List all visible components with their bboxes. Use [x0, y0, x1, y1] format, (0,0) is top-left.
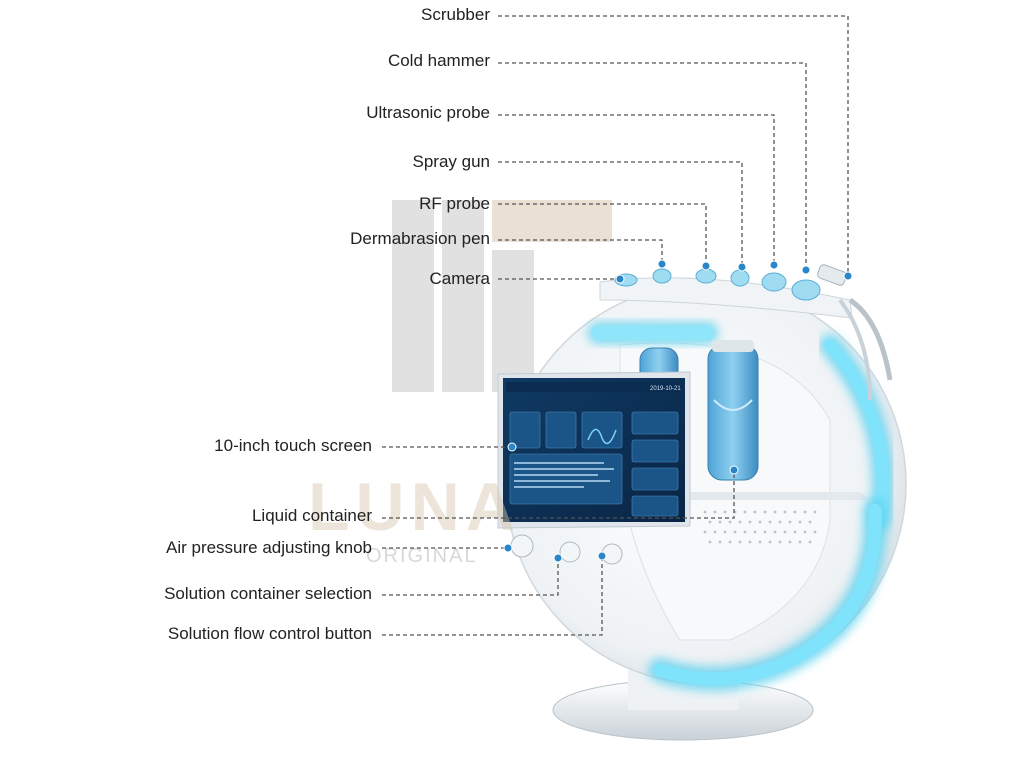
watermark-bar: [392, 200, 434, 392]
marker-solution-container-selection: [553, 553, 563, 563]
watermark-text: LUNA ORIGINAL: [308, 469, 521, 567]
marker-solution-flow-button: [597, 551, 607, 561]
watermark-tagline: ORIGINAL: [366, 545, 478, 567]
label-camera: Camera: [429, 269, 490, 288]
watermark-bar: [442, 200, 484, 392]
watermark-brand: LUNA: [308, 469, 521, 545]
marker-liquid-container: [729, 465, 739, 475]
watermark: [392, 200, 612, 392]
liquid-bottle: [707, 340, 759, 481]
label-liquid-container: Liquid container: [251, 506, 372, 525]
leader-line-solution-flow-button: [382, 556, 603, 636]
label-touch-screen: 10-inch touch screen: [214, 436, 372, 455]
marker-cold-hammer: [801, 265, 811, 275]
marker-ultrasonic-probe: [769, 260, 779, 270]
leader-line-liquid-container: [382, 470, 735, 519]
marker-scrubber: [843, 271, 853, 281]
label-rf-probe: RF probe: [419, 194, 490, 213]
label-cold-hammer: Cold hammer: [387, 51, 490, 70]
label-ultrasonic-probe: Ultrasonic probe: [366, 103, 490, 122]
marker-camera: [615, 274, 625, 284]
leader-line-ultrasonic-probe: [498, 114, 775, 265]
marker-spray-gun: [737, 262, 747, 272]
speaker-grille: [703, 510, 817, 544]
leader-line-solution-container-selection: [382, 558, 559, 596]
marker-touch-screen: [507, 442, 517, 452]
control-knobs: [510, 534, 623, 565]
screen-date: 2019-10-21: [650, 386, 681, 392]
marker-dermabrasion-pen: [657, 259, 667, 269]
marker-air-pressure-knob: [503, 543, 513, 553]
handpiece-tray: [599, 264, 893, 401]
led-glow-ring: [588, 322, 894, 691]
label-solution-container-selection: Solution container selection: [164, 584, 372, 603]
watermark-bar: [492, 250, 534, 392]
touch-screen: 2019-10-21: [497, 371, 691, 529]
label-solution-flow-button: Solution flow control button: [167, 624, 372, 643]
leader-lines: [382, 15, 853, 636]
label-air-pressure-knob: Air pressure adjusting knob: [165, 538, 372, 557]
leader-line-dermabrasion-pen: [498, 239, 663, 264]
label-spray-gun: Spray gun: [412, 152, 491, 171]
leader-line-scrubber: [498, 15, 849, 276]
marker-rf-probe: [701, 261, 711, 271]
label-dermabrasion-pen: Dermabrasion pen: [350, 229, 490, 248]
watermark-bar: [492, 200, 612, 242]
label-scrubber: Scrubber: [421, 5, 490, 24]
leader-line-cold-hammer: [498, 62, 807, 270]
